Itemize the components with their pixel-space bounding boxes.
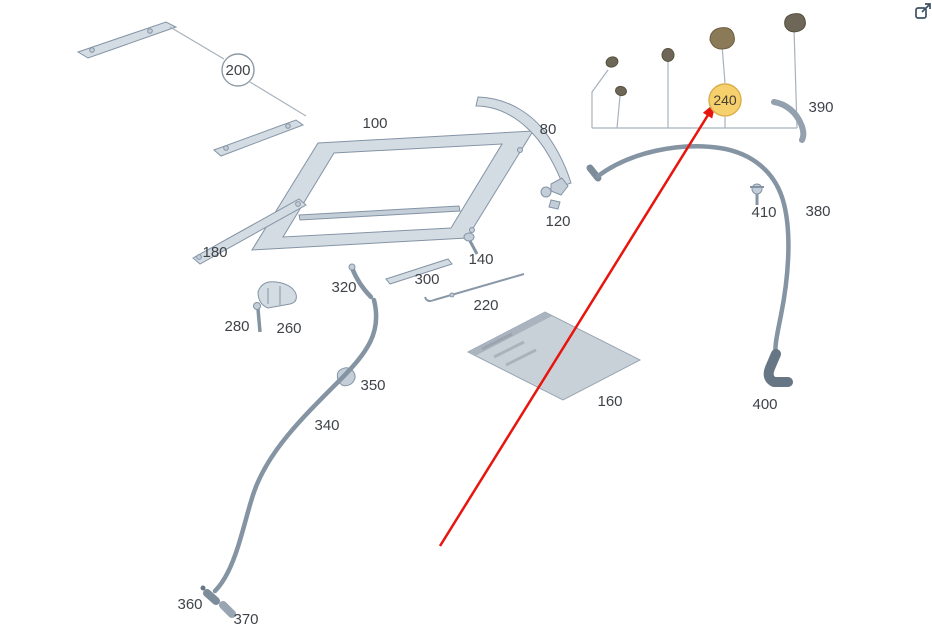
part-label-160[interactable]: 160 (597, 393, 622, 410)
sunshade-hatch (505, 348, 537, 367)
rail-rivet (147, 28, 153, 34)
part-240-highlight-circle[interactable] (708, 83, 742, 117)
red-arrow-shaft (438, 114, 710, 547)
leader-line-200-b (249, 81, 307, 117)
bracket-120 (548, 199, 561, 210)
rail-rivet (89, 47, 95, 53)
part-label-260[interactable]: 260 (276, 320, 301, 337)
part-label-300[interactable]: 300 (414, 271, 439, 288)
rod-220-hook (424, 296, 435, 302)
bolt-280-head (253, 302, 261, 310)
part-label-80[interactable]: 80 (540, 121, 557, 138)
tube-320-end (348, 263, 356, 271)
rail-rivet (196, 254, 202, 260)
part-label-400[interactable]: 400 (752, 396, 777, 413)
roof-frame-100 (251, 130, 534, 251)
drain-hose-340 (212, 297, 379, 594)
drive-unit-260 (257, 281, 297, 309)
part-labels: 200 100 80 120 140 180 300 320 220 280 2… (177, 62, 833, 628)
part-label-140[interactable]: 140 (468, 251, 493, 268)
sunshade-hatch (493, 340, 525, 359)
rod-220 (433, 273, 525, 301)
clip-240-b (615, 85, 627, 97)
hose-380 (595, 144, 791, 361)
part-label-340[interactable]: 340 (314, 417, 339, 434)
clip-240-d (709, 27, 735, 50)
part-label-240[interactable]: 240 (713, 92, 737, 108)
frame-rivet (517, 147, 523, 153)
red-arrow (438, 102, 716, 547)
frame-rivet (469, 227, 475, 233)
part-label-320[interactable]: 320 (331, 279, 356, 296)
fitting-360 (203, 589, 220, 605)
bracket-120 (540, 186, 552, 198)
part-label-370[interactable]: 370 (233, 611, 258, 628)
clip-240-e (784, 13, 806, 33)
bracket-line-240 (591, 69, 609, 128)
valve-410 (751, 183, 763, 195)
part-label-200[interactable]: 200 (225, 62, 250, 79)
rail-80 (475, 96, 572, 187)
leader-line-200-a (169, 26, 225, 60)
diagram-artwork (76, 13, 807, 618)
hose-390 (771, 99, 807, 143)
rail-180 (192, 198, 307, 265)
part-label-390[interactable]: 390 (808, 99, 833, 116)
elbow-400 (763, 349, 793, 387)
clip-240-c (661, 48, 675, 62)
frame-crossbar (298, 205, 461, 221)
bracket-line-240 (721, 44, 726, 84)
part-label-350[interactable]: 350 (360, 377, 385, 394)
part-label-380[interactable]: 380 (805, 203, 830, 220)
strip-300 (385, 258, 453, 285)
part-label-100[interactable]: 100 (362, 115, 387, 132)
part-label-280[interactable]: 280 (224, 318, 249, 335)
part-label-180[interactable]: 180 (202, 244, 227, 261)
rail-rivet (295, 201, 301, 207)
screw-140 (463, 232, 475, 242)
part-label-220[interactable]: 220 (473, 297, 498, 314)
rod-rivet (449, 292, 455, 298)
part-label-360[interactable]: 360 (177, 596, 202, 613)
part-label-120[interactable]: 120 (545, 213, 570, 230)
part-200-circle[interactable] (221, 53, 255, 87)
sunshade-hatch (481, 332, 513, 351)
tube-320 (349, 265, 374, 300)
part-label-410[interactable]: 410 (751, 204, 776, 221)
fitting-360-tip (200, 585, 206, 591)
rail-mid-left (213, 119, 305, 157)
clip-240-a (605, 56, 619, 68)
screw-140-shaft (468, 240, 479, 255)
bolt-280 (256, 308, 262, 333)
rail-rivet (285, 123, 291, 129)
bracket-line-240 (616, 95, 621, 129)
fitting-370 (219, 601, 236, 618)
bracket-120 (550, 177, 569, 196)
external-link-icon[interactable] (915, 3, 931, 19)
rail-rivet (223, 145, 229, 151)
